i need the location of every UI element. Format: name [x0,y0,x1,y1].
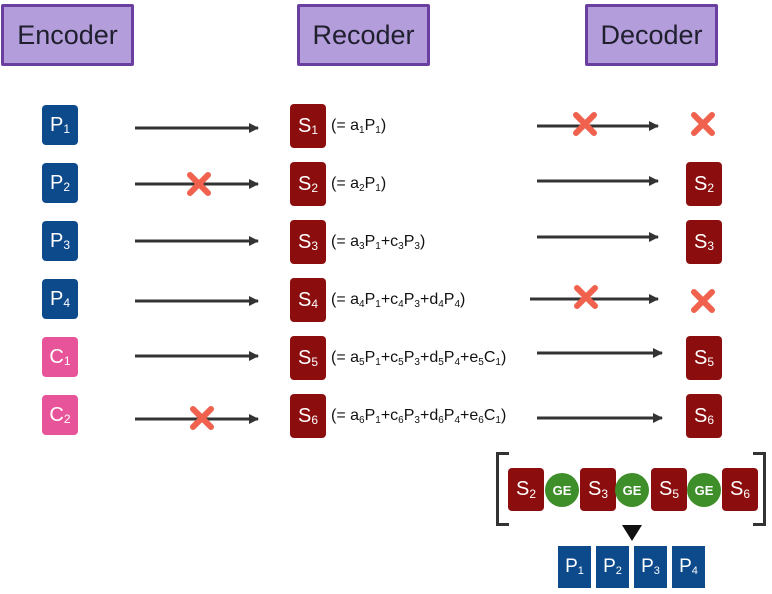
x-mark-icon [187,172,211,196]
x-mark-icon [691,112,715,136]
x-mark-icon [691,289,715,313]
output-pointer-icon [622,525,642,541]
recoder-header: Recoder [297,4,430,66]
encoder-header: Encoder [1,4,134,66]
gaussian-elimination-bracket [496,451,766,527]
ge-badge: GE [545,473,579,507]
ge-badge: GE [615,473,649,507]
ge-badge: GE [687,473,721,507]
x-mark-icon [574,285,598,309]
equation-s1: (= a1P1) [331,117,387,136]
equation-s5: (= a5P1+c5P3+d5P4+e5C1) [331,349,507,368]
equation-s2: (= a2P1) [331,175,387,194]
decoder-header: Decoder [585,4,718,66]
equation-s6: (= a6P1+c6P3+d6P4+e6C1) [331,407,507,426]
equation-s3: (= a3P1+c3P3) [331,233,426,252]
x-mark-icon [573,112,597,136]
equation-s4: (= a4P1+c4P3+d4P4) [331,291,466,310]
x-mark-icon [190,406,214,430]
